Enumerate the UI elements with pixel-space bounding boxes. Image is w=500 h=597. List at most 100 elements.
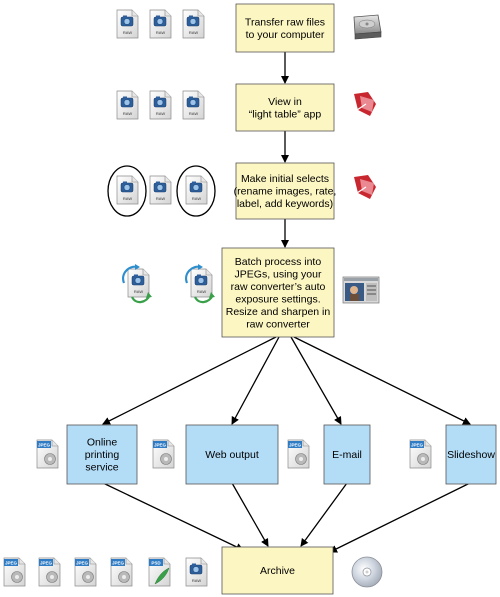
cd-disc-icon <box>351 556 383 588</box>
jpeg-badge <box>4 559 18 566</box>
output-email-box <box>323 424 371 485</box>
step-batch-text-line: exposure settings. <box>235 293 320 305</box>
jpeg-file-label: JPEG <box>112 560 125 565</box>
step-transfer-text-line: Transfer raw files <box>245 16 325 28</box>
raw-file-icon: RAW <box>116 175 139 205</box>
jpeg-badge <box>39 559 53 566</box>
jpeg-file-icon: JPEG <box>409 439 432 469</box>
output-web: Web output <box>185 424 279 485</box>
selection-circle-2 <box>176 165 216 217</box>
jpeg-file-icon: JPEG <box>3 557 26 587</box>
raw-file-label: RAW <box>192 578 201 583</box>
step-selects: Make initial selects(rename images, rate… <box>234 162 337 220</box>
hard-drive-icon <box>353 14 382 40</box>
step-view-box <box>235 83 335 132</box>
raw-file-icon: RAW <box>149 90 172 120</box>
raw-file-icon: RAW <box>116 9 139 39</box>
step-batch-text-line: raw converter <box>246 318 310 330</box>
step-batch-text-line: raw converter’s auto <box>231 281 326 293</box>
jpeg-file-icon: JPEG <box>152 439 175 469</box>
output-online-box <box>66 424 138 485</box>
jpeg-badge <box>288 441 302 448</box>
raw-converter-app-icon <box>342 276 380 304</box>
step-transfer-box <box>235 3 335 53</box>
arrow-web-to-archive <box>231 482 269 547</box>
raw-file-icon: RAW <box>182 9 205 39</box>
step-selects-text-line: (rename images, rate, <box>234 186 337 198</box>
archive-step: Archive <box>221 546 334 595</box>
raw-file-icon: RAW <box>185 175 208 205</box>
output-email-text-line: E-mail <box>332 449 362 461</box>
output-online-text-line: Online <box>87 437 118 449</box>
raw-file-label: RAW <box>197 289 206 294</box>
raw-file-label: RAW <box>123 111 132 116</box>
arrow-email-to-archive <box>300 482 348 547</box>
light-table-app-icon <box>354 175 376 199</box>
jpeg-file-label: JPEG <box>40 560 53 565</box>
app-icons <box>342 14 383 588</box>
light-table-app-icon <box>354 92 376 116</box>
arrow-batch-to-online <box>102 336 277 425</box>
step-batch-text-line: JPEGs, using your <box>235 268 322 280</box>
jpeg-file-icon: JPEG <box>74 557 97 587</box>
step-selects-text-line: Make initial selects <box>241 173 329 185</box>
arrow-batch-to-slideshow <box>293 336 471 425</box>
jpeg-file-label: JPEG <box>289 442 302 447</box>
psd-file-icon: PSD <box>148 557 171 587</box>
raw-file-icon: RAW <box>182 90 205 120</box>
step-batch-text-line: Resize and sharpen in <box>226 306 331 318</box>
raw-file-label: RAW <box>123 30 132 35</box>
jpeg-badge <box>75 559 89 566</box>
output-slideshow: Slideshow <box>445 424 497 485</box>
archive-box-group-text-line: Archive <box>260 565 295 577</box>
jpeg-file-label: JPEG <box>5 560 18 565</box>
jpeg-badge <box>37 441 51 448</box>
step-selects-text-line: label, add keywords) <box>237 198 333 210</box>
jpeg-file-label: JPEG <box>411 442 424 447</box>
output-slideshow-box <box>445 424 497 485</box>
step-selects-box <box>235 162 335 220</box>
jpeg-file-icon: JPEG <box>38 557 61 587</box>
arrow-batch-to-web <box>231 336 280 425</box>
raw-file-icon: RAW <box>185 264 215 304</box>
raw-file-icon: RAW <box>149 175 172 205</box>
flow-arrows <box>102 52 471 553</box>
arrow-slideshow-to-archive <box>329 482 471 553</box>
archive-box-group-box <box>221 546 334 595</box>
step-view: View in“light table” app <box>235 83 335 132</box>
jpeg-file-label: JPEG <box>154 442 167 447</box>
selection-circle-1 <box>107 165 147 217</box>
output-online-text-line: printing <box>85 449 120 461</box>
output-online-text-line: service <box>85 462 118 474</box>
raw-file-label: RAW <box>156 30 165 35</box>
raw-file-label: RAW <box>192 196 201 201</box>
raw-file-icon: RAW <box>122 264 152 304</box>
jpeg-badge <box>153 441 167 448</box>
selection-circles <box>107 165 216 217</box>
step-batch-text-line: Batch process into <box>235 256 322 268</box>
step-view-text-line: “light table” app <box>249 108 322 120</box>
file-icons: RAW RAW RAW RAW RAW RAW RAW RAW RAW RAW RAW JPEG JPE… <box>3 9 432 587</box>
raw-file-label: RAW <box>123 196 132 201</box>
jpeg-badge <box>111 559 125 566</box>
jpeg-file-label: JPEG <box>76 560 89 565</box>
archive-box-group: Archive <box>221 546 334 595</box>
raw-file-icon: RAW <box>116 90 139 120</box>
step-transfer-text-line: to your computer <box>246 29 325 41</box>
jpeg-badge <box>410 441 424 448</box>
raw-file-label: RAW <box>189 111 198 116</box>
raw-file-label: RAW <box>156 111 165 116</box>
psd-file-label: PSD <box>151 560 161 565</box>
jpeg-file-icon: JPEG <box>287 439 310 469</box>
arrow-online-to-archive <box>102 482 244 551</box>
output-web-text-line: Web output <box>205 449 259 461</box>
raw-file-label: RAW <box>189 30 198 35</box>
raw-file-icon: RAW <box>149 9 172 39</box>
raw-file-label: RAW <box>156 196 165 201</box>
jpeg-file-icon: JPEG <box>110 557 133 587</box>
